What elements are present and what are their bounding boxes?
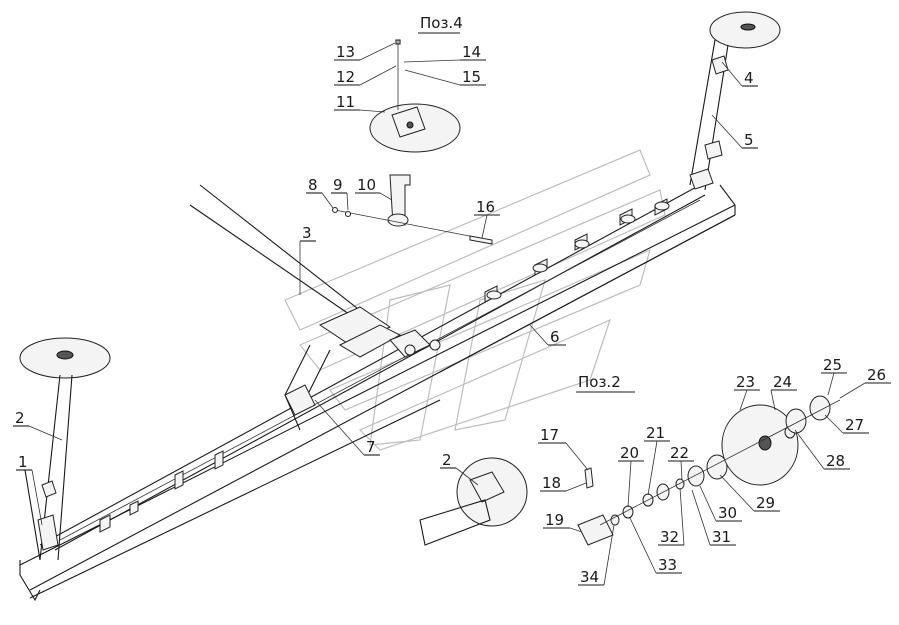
callout-27: 27 [845, 416, 864, 434]
callout-28: 28 [826, 452, 845, 470]
callout-30: 30 [718, 504, 737, 522]
callout-23: 23 [736, 373, 755, 391]
detail-pos2 [419, 395, 841, 546]
main-frame [19, 184, 736, 602]
right-disc-assembly [689, 11, 781, 191]
callout-5: 5 [744, 131, 754, 149]
callout-34: 34 [580, 568, 599, 586]
callout-8: 8 [308, 176, 318, 194]
callout-3: 3 [302, 224, 312, 242]
position-label-4: Поз.4 [420, 14, 463, 32]
callout-7: 7 [366, 438, 376, 456]
callout-18: 18 [542, 474, 561, 492]
callout-10: 10 [357, 176, 376, 194]
callout-15: 15 [462, 68, 481, 86]
callout-11: 11 [336, 93, 355, 111]
callout-22: 22 [670, 444, 689, 462]
left-disc-assembly [19, 337, 111, 561]
callout-20: 20 [620, 444, 639, 462]
callout-17: 17 [540, 426, 559, 444]
callout-31: 31 [712, 528, 731, 546]
callout-2: 2 [15, 409, 25, 427]
detail-pos4 [332, 39, 493, 245]
callout-1: 1 [18, 453, 28, 471]
callout-6: 6 [550, 328, 560, 346]
callout-4: 4 [744, 69, 754, 87]
callout-26: 26 [867, 366, 886, 384]
callout-24: 24 [773, 373, 792, 391]
callout-21: 21 [646, 424, 665, 442]
position-label-2: Поз.2 [578, 373, 621, 391]
callout-14: 14 [462, 43, 481, 61]
center-mechanism [189, 184, 441, 431]
callout-29: 29 [756, 494, 775, 512]
watermark-logo [284, 149, 666, 451]
callout-9: 9 [333, 176, 343, 194]
position-labels: Поз.4 Поз.2 [418, 14, 635, 393]
callout-25: 25 [823, 356, 842, 374]
callout-32: 32 [660, 528, 679, 546]
callout-19: 19 [545, 511, 564, 529]
callouts: 1 2 3 4 5 6 7 8 9 10 11 12 13 [13, 42, 891, 586]
callout-16: 16 [476, 198, 495, 216]
callout-33: 33 [658, 556, 677, 574]
callout-13: 13 [336, 43, 355, 61]
callout-12: 12 [336, 68, 355, 86]
callout-2-detail: 2 [442, 451, 452, 469]
